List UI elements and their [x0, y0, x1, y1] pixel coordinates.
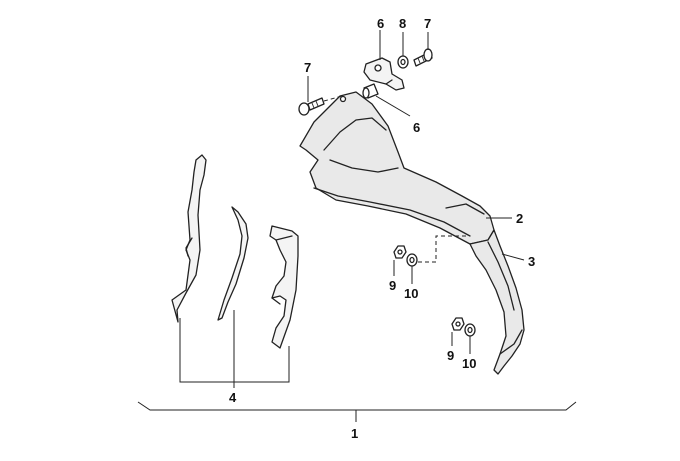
trim-piece-middle — [217, 206, 249, 321]
leader-6 — [375, 95, 411, 117]
callout-10-lower: 10 — [462, 356, 476, 371]
bracket-5 — [363, 57, 405, 91]
spacer-6 — [362, 83, 379, 99]
trim-piece-left — [171, 154, 207, 323]
callout-9-upper: 9 — [389, 278, 396, 293]
leader-1-bracket — [137, 401, 577, 422]
nut-9-upper — [393, 245, 407, 259]
callout-1: 1 — [351, 426, 358, 441]
nut-9-lower — [451, 317, 465, 331]
bolt-left — [298, 95, 343, 116]
callout-6: 6 — [413, 120, 420, 135]
callout-7-upper: 7 — [424, 16, 431, 31]
leader-4 — [179, 310, 290, 388]
fairing-bracket — [299, 91, 495, 245]
mount-line-upper — [418, 235, 466, 263]
callout-9-lower: 9 — [447, 348, 454, 363]
washer-10-lower — [464, 323, 476, 337]
trim-piece-right — [269, 225, 299, 349]
washer-10-upper — [406, 253, 418, 267]
callout-10-upper: 10 — [404, 286, 418, 301]
leader-3 — [501, 253, 525, 261]
callout-3: 3 — [528, 254, 535, 269]
callout-4: 4 — [229, 390, 237, 405]
lower-fairing — [469, 229, 525, 375]
bolt-upper — [413, 48, 433, 67]
callout-8: 8 — [399, 16, 406, 31]
callout-2: 2 — [516, 211, 523, 226]
washer-8 — [397, 55, 409, 69]
callout-5: 6 — [377, 16, 384, 31]
callout-7-left: 7 — [304, 60, 311, 75]
